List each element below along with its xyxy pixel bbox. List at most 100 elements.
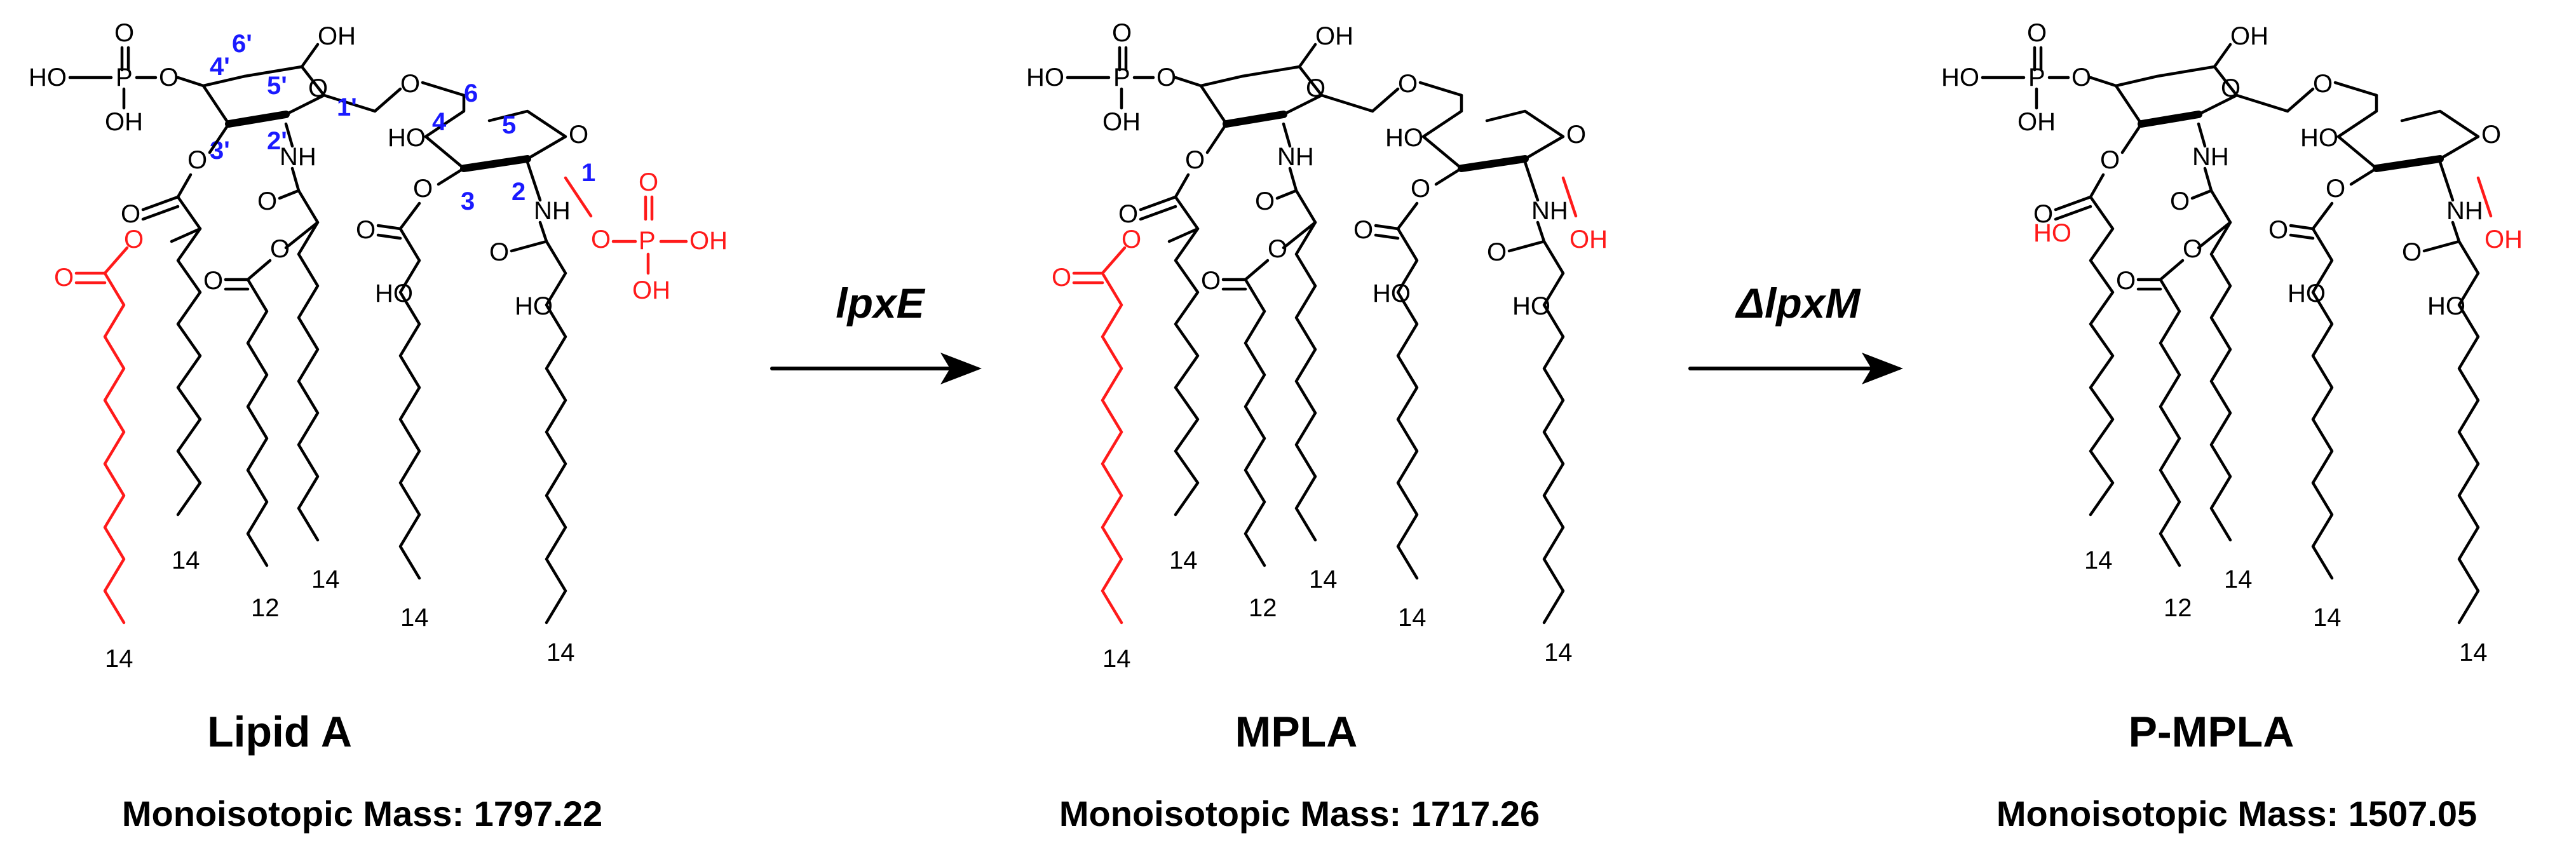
o-3: O	[1411, 175, 1430, 203]
chain-len: 14	[2084, 546, 2113, 574]
chain-len: 14	[546, 639, 575, 666]
num-5p: 5'	[267, 72, 287, 100]
phosphate-o-link: O	[2071, 64, 2091, 91]
amide-o-2p: O	[257, 187, 277, 215]
mpla-structure: O HO P O OH OH O O O HO NH NH OH O O	[1026, 19, 1608, 673]
o-3p: O	[2100, 146, 2120, 174]
ring-o: O	[2481, 121, 2501, 149]
num-6p: 6'	[232, 30, 252, 58]
c1-p-oh: OH	[689, 227, 728, 255]
phosphate-o-link: O	[1156, 64, 1176, 91]
mass-mpla: Monoisotopic Mass: 1717.26	[1059, 794, 1540, 834]
num-3p: 3'	[210, 137, 230, 165]
co-2p: O	[2116, 267, 2136, 295]
nh-2: NH	[1531, 197, 1568, 225]
phosphate-oh: OH	[105, 108, 143, 136]
ring-o-prime: O	[2221, 74, 2240, 102]
phosphate-p: P	[116, 64, 133, 91]
ester-o-2p: O	[2183, 235, 2202, 263]
phosphate-p: P	[1113, 64, 1130, 91]
co-3p: O	[1118, 200, 1138, 228]
chain-len: 14	[172, 546, 200, 574]
amide-o-2: O	[1487, 238, 1507, 266]
anomeric-oh: OH	[1569, 226, 1608, 254]
num-4p: 4'	[210, 53, 230, 81]
co-3p: O	[121, 200, 140, 228]
o-3: O	[2326, 175, 2345, 203]
p-mpla-structure: O HO P O OH OH O O O HO NH NH OH O O	[1941, 19, 2523, 666]
ho-3: HO	[1373, 280, 1411, 308]
co-3p: O	[2033, 200, 2053, 228]
c1-p-oh2: OH	[632, 276, 670, 304]
co-2p: O	[203, 267, 223, 295]
phosphate-ho: HO	[1941, 64, 1979, 91]
chain-len: 12	[1249, 594, 1277, 622]
chain-len: 14	[311, 565, 340, 593]
c4-ho: HO	[388, 124, 426, 152]
c1-p-o: O	[639, 168, 658, 196]
nh-2: NH	[2446, 197, 2483, 225]
phosphate-oh: OH	[2017, 108, 2056, 136]
glycosidic-o: O	[1398, 70, 1418, 98]
co-3: O	[356, 216, 376, 244]
mass-p-mpla: Monoisotopic Mass: 1507.05	[1996, 794, 2477, 834]
phosphate-o-top: O	[1112, 19, 1132, 47]
num-3: 3	[461, 187, 475, 215]
num-1: 1	[581, 159, 595, 187]
chain-len: 14	[1169, 546, 1198, 574]
ring-o-prime: O	[1306, 74, 1325, 102]
nh-2p: NH	[2192, 143, 2229, 171]
red-co: O	[1052, 264, 1071, 292]
o-3p: O	[187, 146, 207, 174]
c4-ho: HO	[1385, 124, 1423, 152]
nh-2p: NH	[1277, 143, 1314, 171]
c6p-oh: OH	[318, 22, 356, 50]
ho-2: HO	[2427, 292, 2465, 320]
chain-len: 14	[2224, 565, 2253, 593]
ring-o: O	[569, 121, 588, 149]
title-p-mpla: P-MPLA	[2129, 708, 2295, 756]
c4-ho: HO	[2300, 124, 2338, 152]
ring-o: O	[1566, 121, 1586, 149]
c6p-oh: OH	[1315, 22, 1353, 50]
co-3: O	[1353, 216, 1373, 244]
glycosidic-o: O	[2313, 70, 2333, 98]
red-co: O	[54, 264, 74, 292]
ho-3: HO	[2288, 280, 2326, 308]
phosphate-p: P	[2028, 64, 2045, 91]
phosphate-o-top: O	[2027, 19, 2047, 47]
amide-o-2p: O	[1255, 187, 1275, 215]
arrow-label-dlpxm: ΔlpxM	[1735, 280, 1862, 327]
chain-len: 14	[400, 604, 429, 632]
chain-len: 14	[1309, 565, 1338, 593]
ho-3: HO	[375, 280, 413, 308]
chain-len: 14	[105, 645, 133, 673]
o-3: O	[413, 175, 433, 203]
ester-o-2p: O	[1268, 235, 1287, 263]
mass-lipid-a: Monoisotopic Mass: 1797.22	[122, 794, 602, 834]
lipid-a-structure: O HO P O OH OH O O O HO 4' 6' 5' 1' 2' 3…	[29, 19, 728, 673]
amide-o-2p: O	[2170, 187, 2190, 215]
chain-len: 14	[1398, 604, 1427, 632]
arrow-dlpxm: ΔlpxM	[1688, 280, 1903, 384]
ester-o-2p: O	[270, 235, 290, 263]
phosphate-o-top: O	[114, 19, 134, 47]
co-2p: O	[1201, 267, 1221, 295]
ring-o-prime: O	[308, 74, 328, 102]
num-1p: 1'	[337, 93, 357, 121]
title-lipid-a: Lipid A	[207, 708, 352, 756]
chain-len: 14	[2459, 639, 2488, 666]
ho-2: HO	[515, 292, 553, 320]
c6p-oh: OH	[2230, 22, 2268, 50]
c1-p: P	[639, 227, 656, 255]
amide-o-2: O	[2402, 238, 2422, 266]
glycosidic-o: O	[400, 70, 420, 98]
chain-len: 12	[2164, 594, 2192, 622]
nh-2p: NH	[280, 143, 316, 171]
num-2: 2	[512, 178, 525, 206]
chain-len: 14	[1544, 639, 1573, 666]
o-3p: O	[1185, 146, 1205, 174]
title-mpla: MPLA	[1235, 708, 1358, 756]
anomeric-oh: OH	[2484, 226, 2523, 254]
